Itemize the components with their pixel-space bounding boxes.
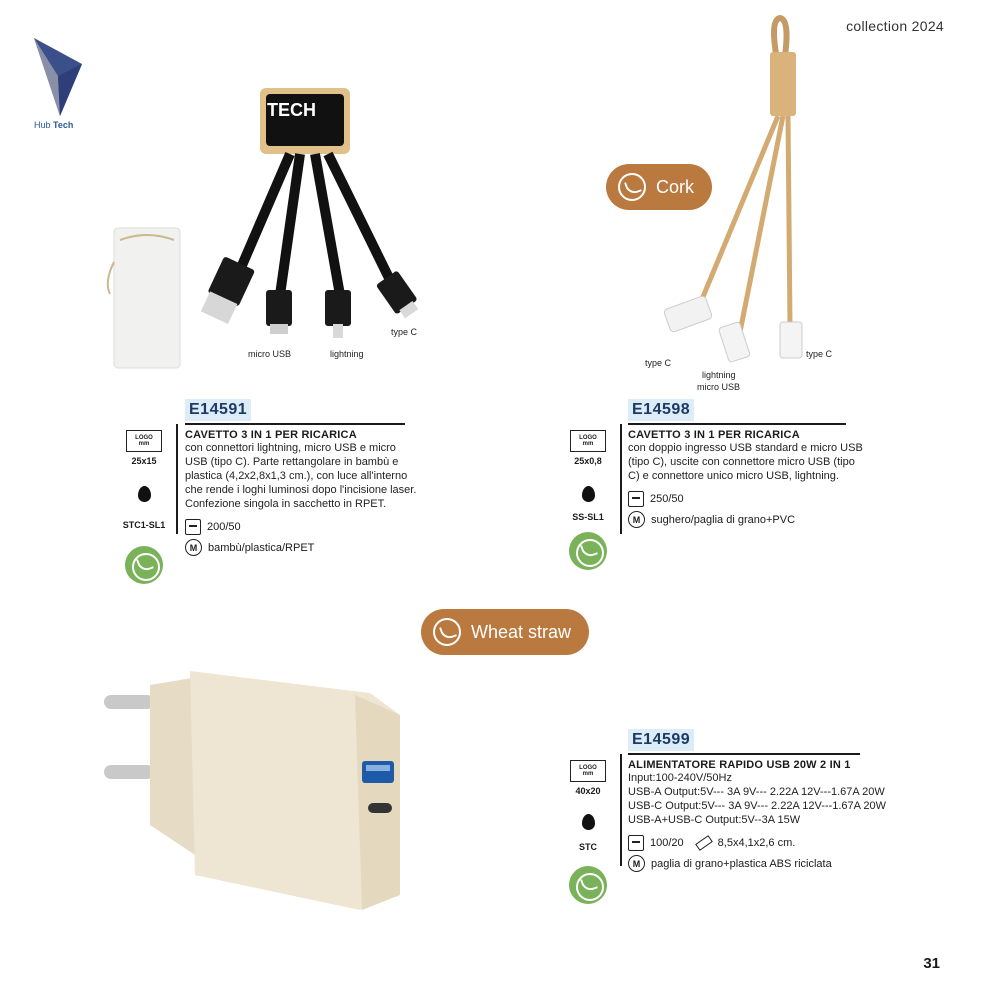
rule: [628, 423, 846, 425]
page-number: 31: [923, 955, 940, 972]
cable-label-type-c: type C: [391, 327, 418, 337]
packaging-row: 100/20 8,5x4,1x2,6 cm.: [628, 835, 933, 851]
material-value: sughero/paglia di grano+PVC: [651, 513, 796, 526]
cork-badge-label: Cork: [656, 176, 695, 197]
product-logo-tech: TECH: [267, 100, 316, 120]
cable-label-micro-usb: micro USB: [248, 349, 292, 359]
material-icon: M: [628, 511, 645, 528]
logo-size: 25x15: [131, 456, 157, 466]
cable-label-type-c-2: type C: [645, 358, 672, 368]
material-icon: M: [628, 855, 645, 872]
product-title: CAVETTO 3 IN 1 PER RICARICA: [185, 429, 357, 441]
wheat-straw-badge: Wheat straw: [421, 609, 590, 655]
material-icon: M: [185, 539, 202, 556]
vertical-rule: [620, 424, 622, 534]
spec-line: USB-C Output:5V--- 3A 9V--- 2.22A 12V---…: [628, 800, 887, 812]
logo-size: 40x20: [575, 786, 601, 796]
product-code: E14598: [628, 399, 695, 421]
collection-label: collection 2024: [846, 18, 944, 34]
ink-drop-icon: [581, 486, 595, 502]
cable-label-lightning-2: lightning: [702, 370, 736, 380]
ruler-icon: [694, 835, 713, 851]
box-icon: [185, 519, 201, 535]
cable-e14598-image: [663, 14, 803, 363]
spec-line: Input:100-240V/50Hz: [628, 772, 732, 784]
product-code: E14599: [628, 729, 695, 751]
packaging-value: 100/20: [650, 837, 684, 849]
vertical-rule: [620, 754, 622, 866]
leaf-icon: [433, 618, 461, 646]
packaging-value: 200/50: [207, 521, 241, 533]
cable-label-type-c-3: type C: [806, 349, 833, 359]
product-e14599: E14599 ALIMENTATORE RAPIDO USB 20W 2 IN …: [628, 729, 933, 872]
dimensions-value: 8,5x4,1x2,6 cm.: [717, 837, 796, 849]
print-code: STC: [579, 842, 597, 852]
print-code: STC1-SL1: [122, 520, 166, 530]
cork-badge: Cork: [606, 164, 713, 210]
packaging-value: 250/50: [650, 493, 684, 505]
rule: [628, 753, 860, 755]
box-icon: [628, 835, 644, 851]
product-code: E14591: [185, 399, 252, 421]
product-e14598: E14598 CAVETTO 3 IN 1 PER RICARICA con d…: [628, 399, 863, 528]
logo-text: Hub Tech: [34, 120, 74, 130]
packaging-row: 200/50: [185, 519, 405, 535]
ink-drop-icon: [137, 486, 151, 502]
product-title: ALIMENTATORE RAPIDO USB 20W 2 IN 1: [628, 759, 851, 771]
packaging-row: 250/50: [628, 491, 846, 507]
ink-drop-icon: [581, 814, 595, 830]
leaf-icon: [618, 173, 646, 201]
wheat-straw-badge-label: Wheat straw: [471, 621, 572, 642]
rule: [185, 423, 405, 425]
box-icon: [628, 491, 644, 507]
material-row: M paglia di grano+plastica ABS riciclata: [628, 855, 933, 872]
product-title: CAVETTO 3 IN 1 PER RICARICA: [628, 429, 800, 441]
vertical-rule: [176, 424, 178, 534]
charger-e14599-image: [104, 671, 400, 910]
cable-e14591-image: [106, 88, 419, 369]
material-row: M sughero/paglia di grano+PVC: [628, 511, 846, 528]
logo-size: 25x0,8: [574, 456, 602, 466]
material-row: M bambù/plastica/RPET: [185, 539, 405, 556]
cable-label-micro-usb-2: micro USB: [697, 382, 741, 392]
material-value: paglia di grano+plastica ABS riciclata: [651, 857, 832, 870]
print-code: SS-SL1: [572, 512, 604, 522]
spec-line: USB-A Output:5V--- 3A 9V--- 2.22A 12V---…: [628, 786, 885, 798]
product-description: con doppio ingresso USB standard e micro…: [628, 442, 863, 482]
eco-icon: [125, 546, 163, 584]
spec-line: USB-A+USB-C Output:5V--3A 15W: [628, 814, 801, 826]
hubtech-logo: [34, 38, 82, 116]
eco-icon: [569, 532, 607, 570]
cable-label-lightning: lightning: [330, 349, 364, 359]
eco-icon: [569, 866, 607, 904]
product-description: con connettori lightning, micro USB e mi…: [185, 442, 417, 510]
material-value: bambù/plastica/RPET: [208, 541, 315, 554]
product-e14591: E14591 CAVETTO 3 IN 1 PER RICARICA con c…: [185, 399, 416, 556]
